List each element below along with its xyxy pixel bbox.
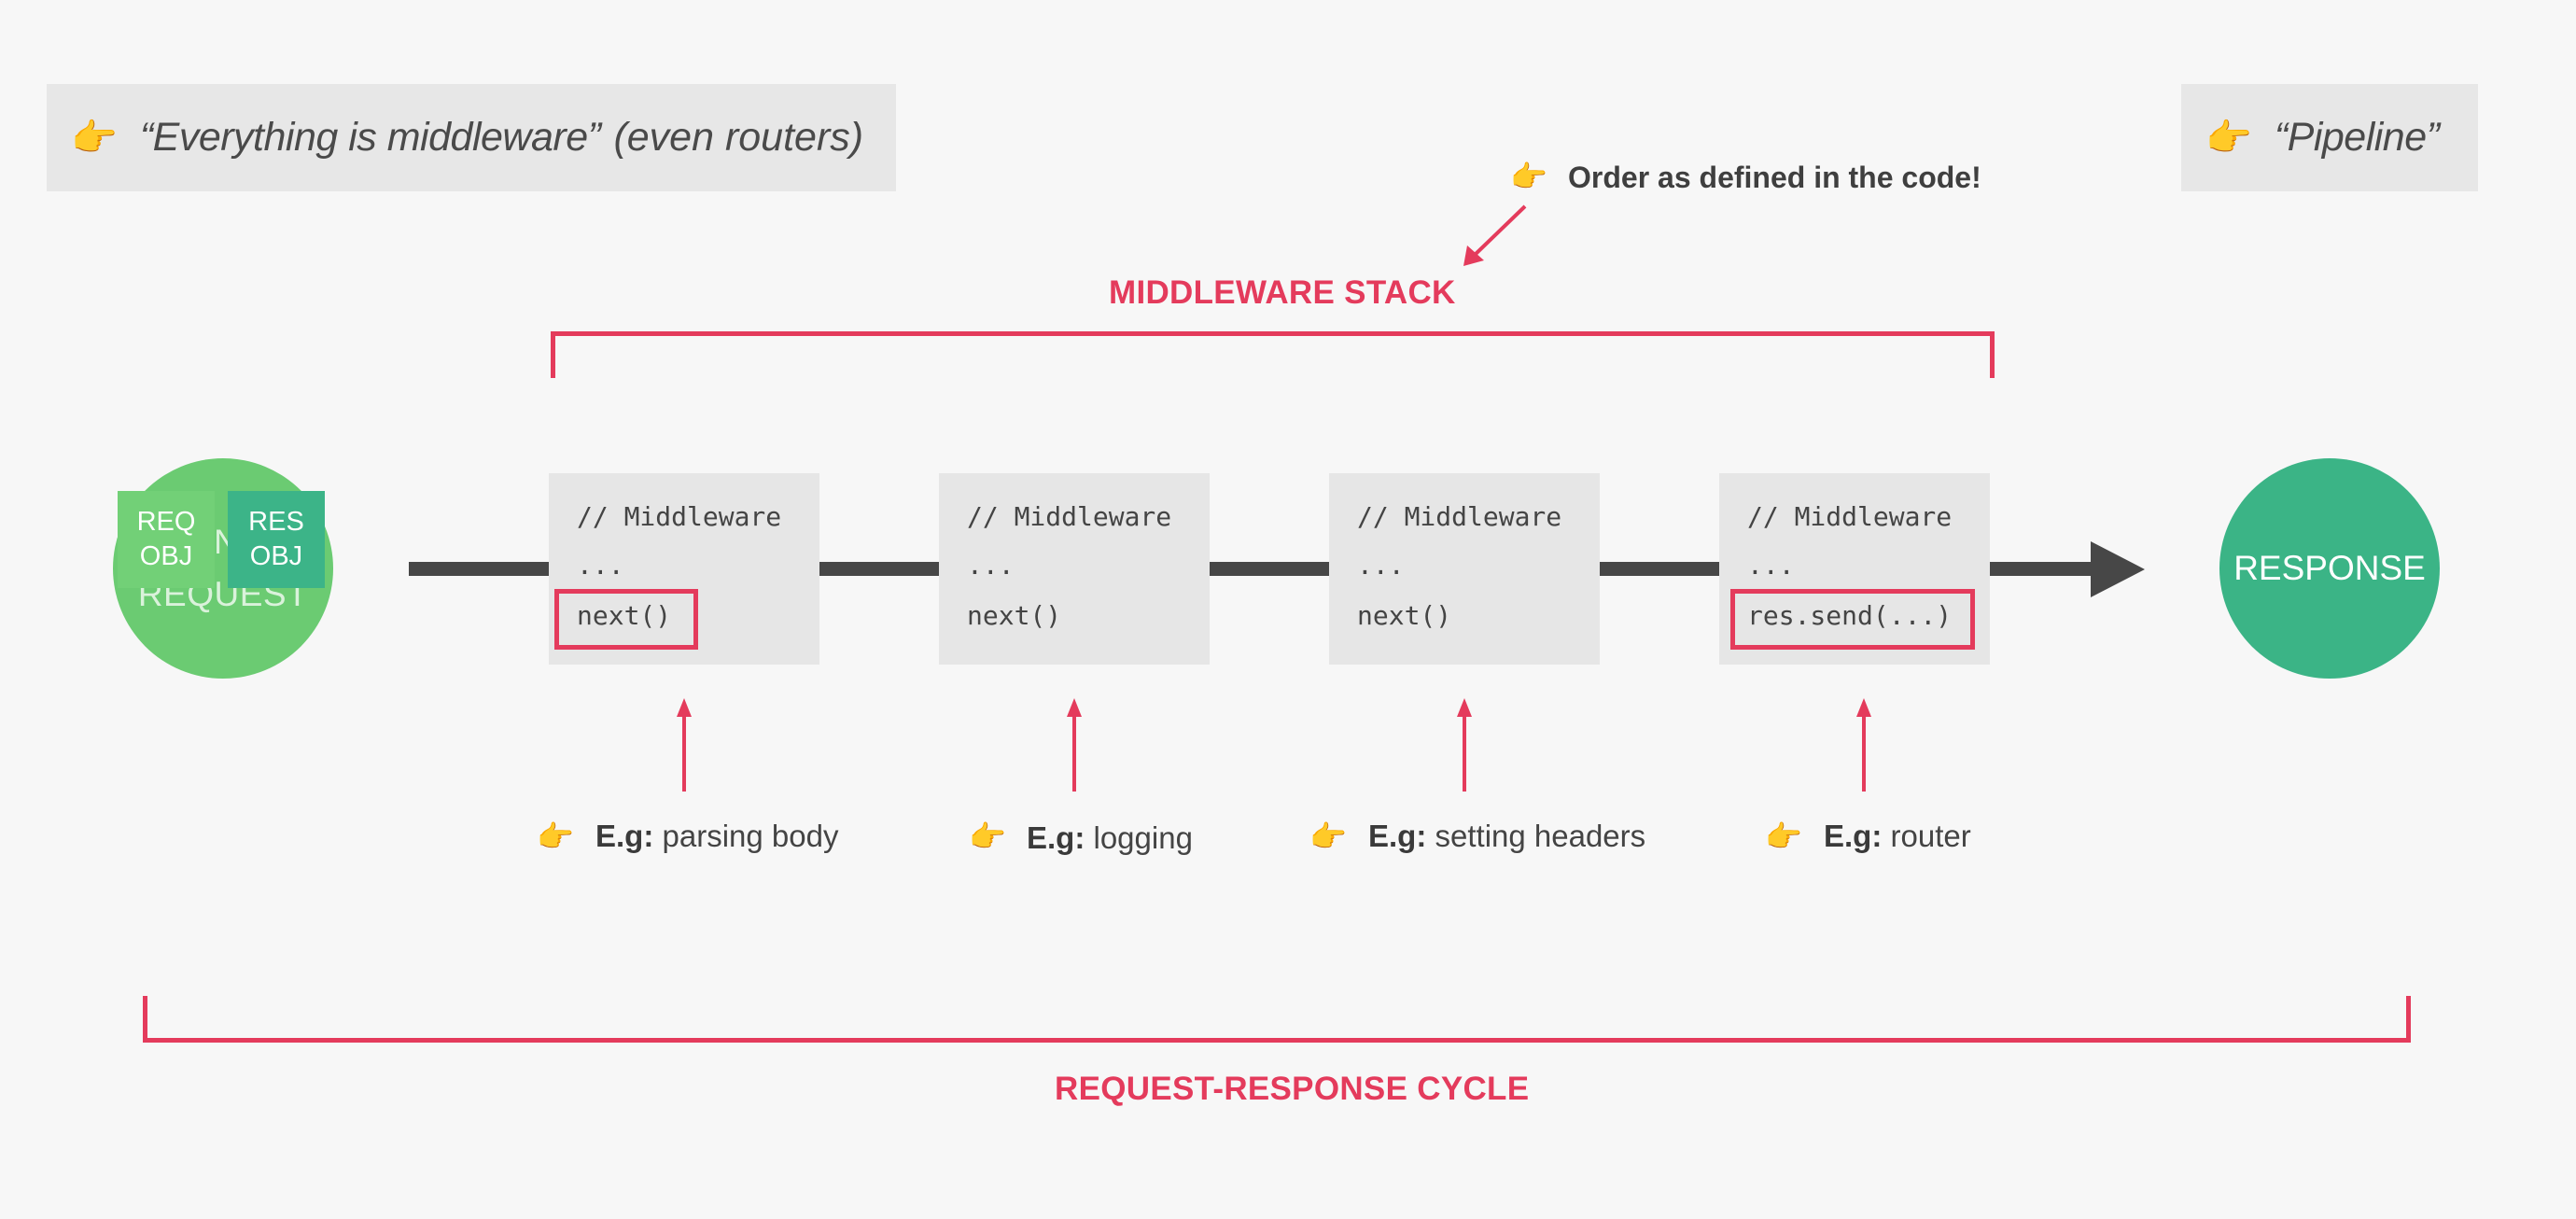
hand-pointing-right-icon: 👉 [1510, 159, 1547, 194]
up-arrow-icon [1067, 698, 1082, 792]
middleware-comment: // Middleware [1357, 501, 1562, 532]
req-obj-line1: REQ [136, 507, 196, 537]
hand-pointing-right-icon: 👉 [1765, 819, 1802, 854]
example-setting-headers: E.g: setting headers [1368, 819, 1645, 854]
example-text: parsing body [662, 819, 839, 853]
example-logging: E.g: logging [1027, 820, 1193, 856]
example-router: E.g: router [1824, 819, 1971, 854]
code-highlight [554, 589, 698, 650]
example-text: router [1890, 819, 1971, 853]
middleware-ellipsis: ... [967, 550, 1015, 581]
req-obj-tag: REQ OBJ [118, 491, 215, 588]
up-arrow-icon [1457, 698, 1472, 792]
hand-pointing-right-icon: 👉 [969, 819, 1006, 854]
example-prefix: E.g: [595, 819, 654, 853]
hand-pointing-right-icon: 👉 [2205, 117, 2252, 160]
middleware-stack-label: MIDDLEWARE STACK [1109, 274, 1456, 311]
pipeline-line [409, 562, 2100, 576]
middleware-ellipsis: ... [1747, 550, 1795, 581]
response-label: RESPONSE [2233, 549, 2426, 587]
middleware-call: next() [967, 600, 1062, 631]
example-text: setting headers [1435, 819, 1646, 853]
hand-pointing-right-icon: 👉 [1309, 819, 1347, 854]
middleware-box-4: // Middleware ... res.send(...) [1719, 473, 1990, 665]
middleware-box-2: // Middleware ... next() [939, 473, 1210, 665]
code-highlight [1730, 589, 1975, 650]
example-parsing-body: E.g: parsing body [595, 819, 838, 854]
example-prefix: E.g: [1368, 819, 1427, 853]
example-prefix: E.g: [1824, 819, 1883, 853]
response-circle: RESPONSE [2219, 458, 2440, 679]
example-prefix: E.g: [1027, 820, 1085, 855]
middleware-comment: // Middleware [577, 501, 782, 532]
middleware-comment: // Middleware [967, 501, 1172, 532]
middleware-call: next() [1357, 600, 1452, 631]
hand-pointing-right-icon: 👉 [537, 819, 574, 854]
request-response-cycle-bracket [143, 996, 2411, 1043]
req-obj-line2: OBJ [139, 541, 193, 571]
middleware-call: next() [577, 600, 672, 631]
up-arrow-icon [1856, 698, 1871, 792]
middleware-box-1: // Middleware ... next() [549, 473, 819, 665]
middleware-ellipsis: ... [577, 550, 624, 581]
hand-pointing-right-icon: 👉 [71, 117, 118, 160]
res-obj-tag: RES OBJ [228, 491, 325, 588]
note-everything-is-middleware: 👉 “Everything is middleware” (even route… [47, 84, 896, 191]
middleware-stack-bracket [551, 331, 1995, 378]
middleware-call: res.send(...) [1747, 600, 1953, 631]
middleware-box-3: // Middleware ... next() [1329, 473, 1600, 665]
note-quote: “Pipeline” [2274, 115, 2440, 160]
note-pipeline: 👉 “Pipeline” [2181, 84, 2478, 191]
example-text: logging [1093, 820, 1193, 855]
order-note: Order as defined in the code! [1568, 161, 1981, 194]
res-obj-line2: OBJ [249, 541, 303, 571]
up-arrow-icon [677, 698, 692, 792]
note-extra: (even routers) [613, 115, 864, 160]
request-response-cycle-label: REQUEST-RESPONSE CYCLE [1055, 1071, 1530, 1107]
middleware-comment: // Middleware [1747, 501, 1953, 532]
note-quote: “Everything is middleware” [139, 115, 601, 160]
order-note-arrow [1463, 204, 1527, 266]
res-obj-line1: RES [248, 507, 304, 537]
middleware-ellipsis: ... [1357, 550, 1405, 581]
pipeline-arrowhead-icon [2091, 541, 2145, 597]
